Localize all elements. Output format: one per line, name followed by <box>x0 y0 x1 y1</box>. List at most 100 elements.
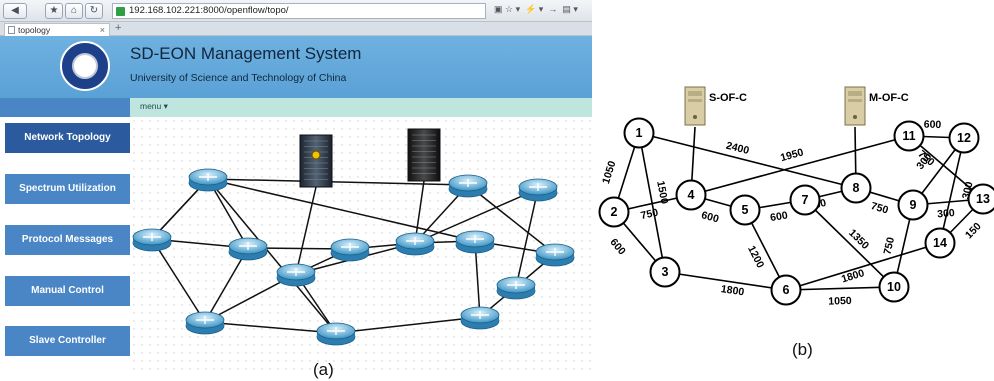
link-weight-label: 1350 <box>846 227 871 252</box>
back-icon[interactable]: ◀ <box>3 3 27 19</box>
refresh-icon[interactable]: ↻ <box>85 3 103 19</box>
node-label: 3 <box>662 265 669 279</box>
tab-topology[interactable]: topology × <box>4 23 110 36</box>
router-icon[interactable] <box>460 306 500 330</box>
topology-link <box>151 238 206 323</box>
diagram-node[interactable]: 11 <box>893 120 925 152</box>
link-weight-label: 750 <box>881 236 897 256</box>
link-weight-label: 2400 <box>725 140 751 157</box>
node-label: 10 <box>887 280 901 294</box>
app-header: SD-EON Management System University of S… <box>0 36 592 98</box>
tab-strip: topology × + <box>0 22 592 36</box>
router-icon[interactable] <box>455 230 495 254</box>
node-label: 8 <box>853 181 860 195</box>
node-label: 4 <box>688 188 695 202</box>
node-label: 14 <box>933 236 947 250</box>
address-bar[interactable]: 192.168.102.221:8000/openflow/topo/ <box>112 3 486 19</box>
new-tab-button[interactable]: + <box>115 22 122 34</box>
topology-link <box>207 178 476 242</box>
diagram-node[interactable]: 5 <box>729 194 761 226</box>
page-subtitle: University of Science and Technology of … <box>130 72 347 84</box>
topology-link <box>515 188 539 288</box>
sidebar-item-manual-control[interactable]: Manual Control <box>5 276 130 306</box>
link-weight-label: 1200 <box>745 244 766 270</box>
diagram-link <box>664 271 787 291</box>
link-weight-label: 1050 <box>600 159 619 185</box>
security-icon <box>116 7 125 16</box>
link-weight-label: 600 <box>607 236 628 257</box>
router-icon[interactable] <box>535 243 575 267</box>
router-icon[interactable] <box>132 228 172 252</box>
router-icon[interactable] <box>276 263 316 287</box>
sidebar-item-network-topology[interactable]: Network Topology <box>5 123 130 153</box>
controller-label: S-OF-C <box>709 92 747 104</box>
sidebar-item-spectrum-utilization[interactable]: Spectrum Utilization <box>5 174 130 204</box>
diagram-node[interactable]: 4 <box>675 179 707 211</box>
node-label: 2 <box>611 205 618 219</box>
network-topology-diagram: 1050 1500 2400 600 750 1800 1950 600 600 1200 750 1… <box>598 86 994 308</box>
topology-link <box>204 321 337 334</box>
diagram-node[interactable]: 6 <box>770 274 802 306</box>
home-icon[interactable]: ⌂ <box>65 3 83 19</box>
tab-close-icon[interactable]: × <box>99 25 105 35</box>
controller-server-icon[interactable] <box>684 86 706 126</box>
diagram-node[interactable]: 3 <box>649 256 681 288</box>
diagram-node[interactable]: 8 <box>840 172 872 204</box>
server-rack-icon[interactable] <box>299 134 333 188</box>
server-rack-icon[interactable] <box>407 128 441 182</box>
node-label: 12 <box>957 131 971 145</box>
router-icon[interactable] <box>188 168 228 192</box>
link-weight-label: 150 <box>963 220 984 241</box>
menubar: menu ▾ <box>130 98 592 117</box>
node-label: 11 <box>902 129 915 143</box>
link-weight-label: 750 <box>640 207 660 223</box>
controller-server-icon[interactable] <box>844 86 866 126</box>
menu-dropdown[interactable]: menu ▾ <box>140 101 168 111</box>
router-nodes <box>132 168 575 346</box>
diagram-node[interactable]: 7 <box>789 184 821 216</box>
diagram-link <box>638 132 857 189</box>
sidebar-item-slave-controller[interactable]: Slave Controller <box>5 326 130 356</box>
link-weight-label: 1950 <box>779 146 805 164</box>
router-icon[interactable] <box>448 174 488 198</box>
node-label: 5 <box>742 203 749 217</box>
link-weight-label: 1500 <box>654 180 670 205</box>
node-label: 9 <box>910 198 917 212</box>
diagram-node[interactable]: 1 <box>623 117 655 149</box>
diagram-node[interactable]: 2 <box>598 196 630 228</box>
link-weight-label: 600 <box>700 209 720 225</box>
router-icon[interactable] <box>518 178 558 202</box>
link-weight-label: 300 <box>937 207 956 220</box>
topology-link <box>207 178 469 186</box>
router-icon[interactable] <box>395 232 435 256</box>
router-icon[interactable] <box>496 276 536 300</box>
diagram-node[interactable]: 9 <box>897 189 929 221</box>
panel-a: ◀ ★ ⌂ ↻ 192.168.102.221:8000/openflow/to… <box>0 0 592 381</box>
star-icon[interactable]: ★ <box>45 3 63 19</box>
topology-link <box>474 240 481 318</box>
router-icon[interactable] <box>228 237 268 261</box>
link-weight-label: 600 <box>769 209 788 224</box>
diagram-node[interactable]: 14 <box>924 227 956 259</box>
diagram-link <box>908 135 984 200</box>
topology-canvas <box>130 117 592 373</box>
diagram-node[interactable]: 12 <box>948 122 980 154</box>
diagram-node[interactable]: 13 <box>967 183 994 215</box>
topology-view <box>132 128 575 346</box>
extension-icons[interactable]: ▣ ☆ ▾ ⚡ ▾ → ▤ ▾ <box>494 4 578 14</box>
diagram-link <box>785 286 895 291</box>
link-weight-label: 750 <box>869 200 889 217</box>
router-icon[interactable] <box>330 238 370 262</box>
url-text: 192.168.102.221:8000/openflow/topo/ <box>129 5 289 16</box>
sidebar-item-protocol-messages[interactable]: Protocol Messages <box>5 225 130 255</box>
link-weight-label: 1800 <box>840 267 866 285</box>
node-label: 6 <box>783 283 790 297</box>
figure-caption-b: (b) <box>792 340 813 359</box>
panel-b: 1050 1500 2400 600 750 1800 1950 600 600 1200 750 1… <box>592 0 994 381</box>
diagram-link <box>690 135 910 196</box>
router-icon[interactable] <box>185 311 225 335</box>
router-icon[interactable] <box>316 322 356 346</box>
topology-link <box>414 188 539 244</box>
diagram-node[interactable]: 10 <box>878 271 910 303</box>
